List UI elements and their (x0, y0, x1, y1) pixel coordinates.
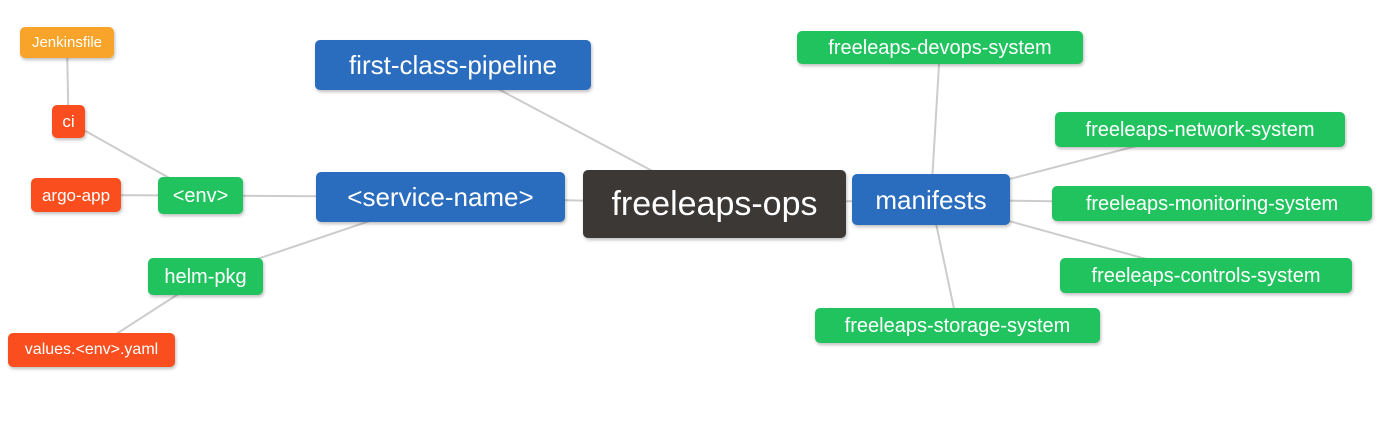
node-label: freeleaps-monitoring-system (1085, 192, 1339, 215)
node-storage-system[interactable]: freeleaps-storage-system (815, 308, 1100, 343)
node-label: argo-app (41, 185, 111, 205)
node-freeleaps-ops[interactable]: freeleaps-ops (583, 170, 846, 238)
node-label: first-class-pipeline (348, 50, 558, 80)
node-devops-system[interactable]: freeleaps-devops-system (797, 31, 1083, 64)
node-ci[interactable]: ci (52, 105, 85, 138)
node-env[interactable]: <env> (158, 177, 243, 214)
node-label: freeleaps-devops-system (828, 36, 1052, 59)
node-service-name[interactable]: <service-name> (316, 172, 565, 222)
node-label: Jenkinsfile (31, 34, 103, 51)
node-network-system[interactable]: freeleaps-network-system (1055, 112, 1345, 147)
node-label: manifests (875, 184, 987, 215)
node-label: freeleaps-storage-system (844, 314, 1071, 337)
node-label: freeleaps-network-system (1085, 118, 1315, 141)
node-manifests[interactable]: manifests (852, 174, 1010, 225)
node-values-env-yaml[interactable]: values.<env>.yaml (8, 333, 175, 367)
node-label: values.<env>.yaml (24, 341, 159, 358)
node-label: helm-pkg (164, 265, 247, 288)
node-label: <service-name> (347, 182, 534, 212)
node-label: freeleaps-controls-system (1091, 264, 1321, 287)
node-helm-pkg[interactable]: helm-pkg (148, 258, 263, 295)
node-controls-system[interactable]: freeleaps-controls-system (1060, 258, 1352, 293)
node-label: <env> (172, 184, 229, 207)
node-argo-app[interactable]: argo-app (31, 178, 121, 212)
node-label: ci (62, 112, 75, 131)
node-first-class-pipeline[interactable]: first-class-pipeline (315, 40, 591, 90)
node-monitoring-system[interactable]: freeleaps-monitoring-system (1052, 186, 1372, 221)
node-label: freeleaps-ops (611, 185, 818, 223)
node-jenkinsfile[interactable]: Jenkinsfile (20, 27, 114, 58)
